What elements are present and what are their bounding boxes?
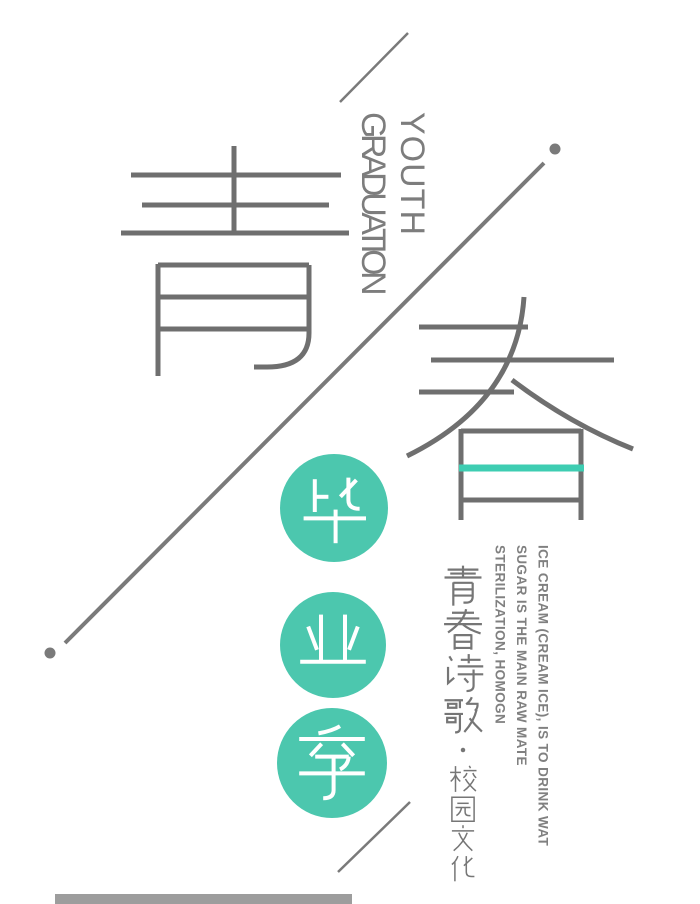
slogan-column [442,564,485,883]
watermark-bar [55,894,352,904]
slogan-glyph-small [451,796,475,823]
subtitle-line-graduation: GRADUATION [354,112,392,292]
diagonal-line [63,161,546,645]
badge-circles [277,454,388,818]
hero-glyph [121,146,349,376]
slogan-glyph-large [446,652,485,693]
body-text-line-2: SUGAR IS THE MAIN RAW MATE [514,545,529,766]
accent-line-top [339,32,409,103]
body-text-en: ICE CREAM (CREAM ICE), IS TO DRINK WAT S… [489,545,554,846]
slogan-glyph-large [443,564,483,607]
slogan-separator-dot [460,747,466,753]
badge-circle-2 [280,592,386,698]
body-text-line-1: ICE CREAM (CREAM ICE), IS TO DRINK WAT [535,545,551,847]
slogan-glyph-large [443,696,484,734]
slogan-glyph-small [451,855,476,883]
diagonal-end-dot-top [549,143,561,155]
slogan-glyph-large [442,608,484,651]
subtitle-line-youth: YOUTH [393,112,431,236]
subtitle-youth-graduation: YOUTH GRADUATION [353,112,431,291]
slogan-glyph-small [451,824,475,852]
body-text-line-3: STERILIZATION, HOMOGN [492,545,508,725]
badge-circle-1 [280,454,388,562]
slogan-glyph-small [449,765,478,793]
diagonal-end-dot-bottom [44,647,56,659]
accent-line-bottom [337,801,411,873]
hero-glyph [407,297,633,520]
